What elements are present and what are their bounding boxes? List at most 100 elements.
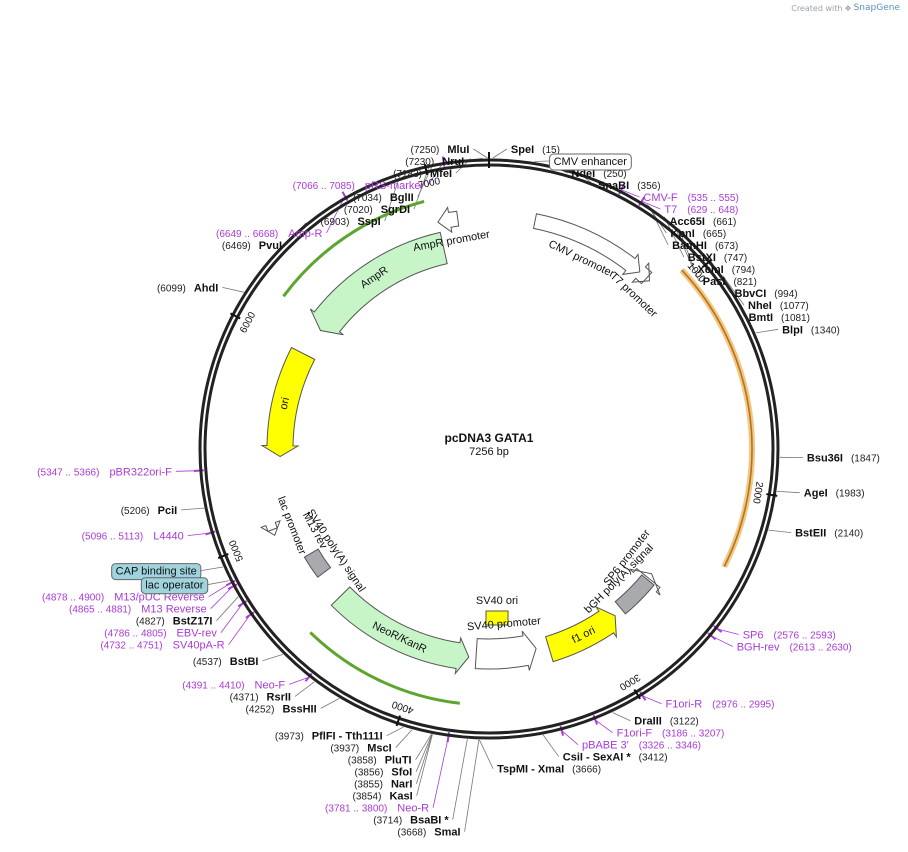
primer-label-6[interactable]: F1ori-R(2976 .. 2995) xyxy=(666,699,775,711)
enzyme-label-32[interactable]: (3973)PflFI - Tth111I xyxy=(275,731,383,743)
enzyme-label-31[interactable]: (3937) MscI xyxy=(330,743,391,755)
enzyme-label-6[interactable]: (6903)SspI xyxy=(321,216,381,228)
tick-4000 xyxy=(395,715,401,727)
enzyme-label-21[interactable]: BstEII(2140) xyxy=(795,528,863,540)
enzyme-label-25[interactable]: (3668)SmaI xyxy=(397,827,460,839)
leader-primer-7 xyxy=(595,719,613,734)
feature-t7-promoter[interactable] xyxy=(631,261,653,285)
primer-label-8[interactable]: pBABE 3'(3326 .. 3346) xyxy=(582,740,701,752)
enzyme-label-18[interactable]: BlpI(1340) xyxy=(782,324,840,336)
primer-name: BGH-rev xyxy=(737,642,780,654)
enzyme-label-26[interactable]: (3714)BsaBI * xyxy=(373,815,449,827)
enzyme-label-27[interactable]: (3854)KasI xyxy=(353,791,413,803)
enzyme-label-3[interactable]: (7183)MfeI xyxy=(393,168,452,180)
enzyme-label-17[interactable]: BmtI(1081) xyxy=(749,312,810,324)
enzyme-position: (3937) xyxy=(330,744,359,755)
feature-sv40-promoter[interactable] xyxy=(474,630,537,671)
feature-f1-ori[interactable] xyxy=(544,605,618,663)
primer-label-4[interactable]: SP6(2576 .. 2593) xyxy=(743,630,836,642)
primer-label-9[interactable]: (3781 .. 3800)Neo-R xyxy=(325,803,429,815)
leader-enzyme-24 xyxy=(479,739,494,769)
enzyme-label-37[interactable]: (5206)PciI xyxy=(121,505,177,517)
enzyme-label-29[interactable]: (3856)SfoI xyxy=(355,767,413,779)
feature-neor-kanr[interactable] xyxy=(330,586,470,676)
primer-label-13[interactable]: (4865 .. 4881)M13 Reverse xyxy=(69,604,207,616)
leader-box-2 xyxy=(207,580,230,586)
boxed-feature-lac-operator[interactable] xyxy=(140,577,209,595)
feature-sp6-promoter[interactable] xyxy=(629,567,661,596)
primer-label-1[interactable]: (6649 .. 6668)Amp-R xyxy=(216,228,323,240)
primer-label-7[interactable]: F1ori-F(3186 .. 3207) xyxy=(617,728,725,740)
feature-bgh-poly-a-signal[interactable] xyxy=(614,574,655,615)
enzyme-label-23[interactable]: CsiI - SexAI *(3412) xyxy=(563,752,668,764)
primer-label-2[interactable]: CMV-F(535 .. 555) xyxy=(643,192,738,204)
enzyme-label-4[interactable]: (7034)BglII xyxy=(353,192,414,204)
primer-range: (7066 .. 7085) xyxy=(293,181,355,192)
box-label-1[interactable]: CAP binding site xyxy=(116,566,197,578)
enzyme-label-19[interactable]: Bsu36I(1847) xyxy=(807,453,880,465)
enzyme-label-33[interactable]: (4252)BssHII xyxy=(246,703,317,715)
primer-name: CMV-F xyxy=(643,192,678,204)
enzyme-label-11[interactable]: BamHI(673) xyxy=(672,240,738,252)
primer-label-10[interactable]: (4391 .. 4410)Neo-F xyxy=(182,679,285,691)
box-label-0[interactable]: CMV enhancer xyxy=(554,156,628,168)
enzyme-label-10[interactable]: KpnI(665) xyxy=(670,228,726,240)
enzyme-label-13[interactable]: XcmI(794) xyxy=(697,264,755,276)
enzyme-label-22[interactable]: DraIII(3122) xyxy=(634,716,698,728)
enzyme-position: (250) xyxy=(603,169,626,180)
enzyme-name: PluTI xyxy=(385,755,412,767)
enzyme-label-30[interactable]: (3858)PluTI xyxy=(348,755,412,767)
primer-label-16[interactable]: (5347 .. 5366)pBR322ori-F xyxy=(37,466,172,478)
tick-label-5000: 5000 xyxy=(227,538,246,563)
feature-ori[interactable] xyxy=(260,346,316,458)
primer-label-3[interactable]: T7(629 .. 648) xyxy=(664,204,738,216)
feature-lac-promoter[interactable] xyxy=(259,519,281,537)
enzyme-label-9[interactable]: Acc65I(661) xyxy=(670,216,737,228)
primer-label-12[interactable]: (4786 .. 4805)EBV-rev xyxy=(104,628,217,640)
leader-primer-10 xyxy=(288,677,309,685)
enzyme-label-28[interactable]: (3855)NarI xyxy=(354,779,412,791)
enzyme-label-7[interactable]: NdeI(250) xyxy=(571,168,626,180)
enzyme-label-39[interactable]: (6469)PvuI xyxy=(222,240,282,252)
enzyme-label-14[interactable]: PasI(821) xyxy=(703,276,757,288)
primer-range: (629 .. 648) xyxy=(687,205,738,216)
feature-ampr-promoter[interactable] xyxy=(437,206,460,234)
enzyme-label-12[interactable]: BstXI(747) xyxy=(688,252,747,264)
enzyme-label-16[interactable]: NheI(1077) xyxy=(748,300,809,312)
enzyme-label-1[interactable]: (7250)MluI xyxy=(410,144,469,156)
primer-label-11[interactable]: (4732 .. 4751)SV40pA-R xyxy=(100,640,224,652)
enzyme-label-34[interactable]: (4371)RsrII xyxy=(230,691,291,703)
enzyme-label-36[interactable]: (4827)BstZ17I xyxy=(136,616,213,628)
enzyme-label-38[interactable]: (6099)AhdI xyxy=(157,282,218,294)
feature-sv40-ori[interactable] xyxy=(485,610,509,626)
enzyme-name: MscI xyxy=(367,743,391,755)
enzyme-position: (356) xyxy=(637,181,660,192)
leader-enzyme-31 xyxy=(395,729,413,748)
leader-enzyme-11 xyxy=(648,205,669,246)
leader-primer-2 xyxy=(621,189,640,198)
primer-label-0[interactable]: (7066 .. 7085)pRS-marker xyxy=(293,180,425,192)
enzyme-label-2[interactable]: SpeI(15) xyxy=(511,144,560,156)
enzyme-position: (6903) xyxy=(321,217,350,228)
feature-ampr[interactable] xyxy=(309,231,448,336)
enzyme-label-20[interactable]: AgeI(1983) xyxy=(804,488,865,500)
feature-cmv-promoter[interactable] xyxy=(532,213,641,276)
enzyme-label-0[interactable]: (7230)NruI xyxy=(405,156,464,168)
enzyme-label-8[interactable]: SnaBI(356) xyxy=(598,180,661,192)
boxed-feature-cmv-enhancer[interactable] xyxy=(549,153,632,171)
enzyme-position: (3714) xyxy=(373,816,402,827)
leader-enzyme-37 xyxy=(181,507,205,511)
tick-label-2000: 2000 xyxy=(750,481,764,505)
enzyme-label-24[interactable]: TspMI - XmaI(3666) xyxy=(497,764,601,776)
primer-label-5[interactable]: BGH-rev(2613 .. 2630) xyxy=(737,642,852,654)
primer-label-14[interactable]: (4878 .. 4900)M13/pUC Reverse xyxy=(42,592,205,604)
leader-primer-8 xyxy=(561,730,579,746)
enzyme-label-35[interactable]: (4537)BstBI xyxy=(193,656,259,668)
enzyme-label-15[interactable]: BbvCI(994) xyxy=(735,288,798,300)
feature-sv40-poly-a-signal[interactable] xyxy=(303,548,332,578)
enzyme-label-5[interactable]: (7020)SgrDI xyxy=(344,204,410,216)
primer-label-15[interactable]: (5096 .. 5113)L4440 xyxy=(82,531,184,543)
box-label-2[interactable]: lac operator xyxy=(145,580,203,592)
tick-3000 xyxy=(633,688,641,700)
